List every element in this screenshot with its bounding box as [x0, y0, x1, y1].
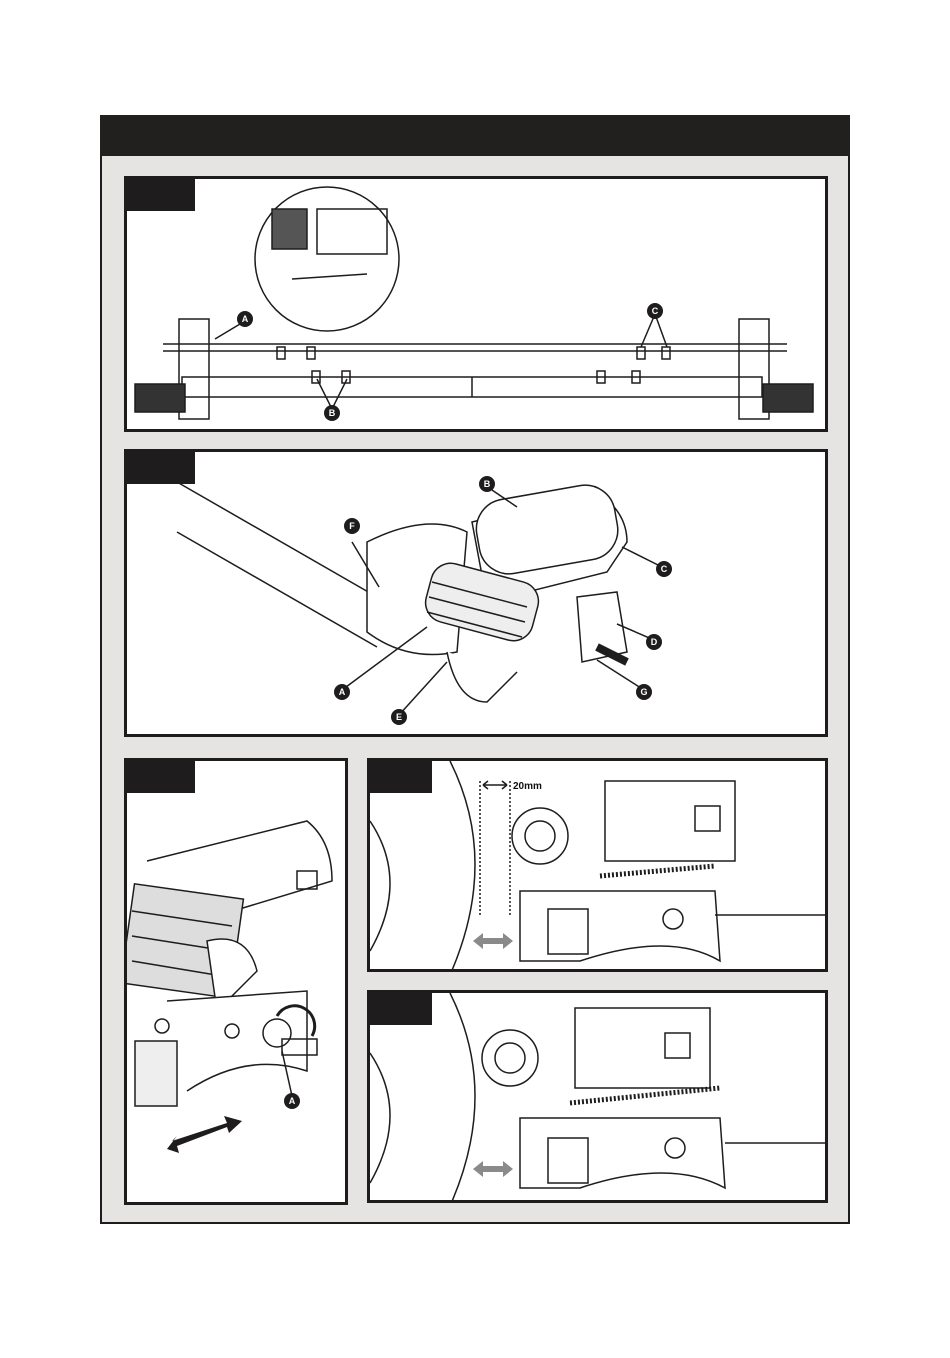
- figure-4-tab: [370, 761, 432, 793]
- figure-3-panel: A: [124, 758, 348, 1205]
- figure-1-tab: [127, 179, 195, 211]
- callout-d: D: [651, 637, 658, 647]
- figure-5-panel: [367, 990, 828, 1203]
- figure-5-tab: [370, 993, 432, 1025]
- callout-b: B: [484, 479, 491, 489]
- dimension-label: 20mm: [513, 781, 542, 792]
- figure-1-panel: A B C: [124, 176, 828, 432]
- motor-assembly-illustration: A B C D E F G: [176, 476, 672, 725]
- callout-a: A: [289, 1096, 296, 1106]
- callout-a: A: [339, 687, 346, 697]
- position-after-illustration: [370, 993, 825, 1200]
- callout-c: C: [652, 306, 659, 316]
- slide-arrow-icon: [473, 1161, 513, 1177]
- dimension-arrow-icon: [482, 780, 508, 790]
- figure-2-tab: [127, 452, 195, 484]
- callout-f: F: [349, 521, 355, 531]
- slide-arrow-icon: [167, 1116, 242, 1153]
- figure-2-panel: A B C D E F G: [124, 449, 828, 737]
- slide-arrow-icon: [473, 933, 513, 949]
- callout-a: A: [242, 314, 249, 324]
- adjustment-nut-illustration: A: [127, 820, 333, 1153]
- figure-3-tab: [127, 761, 195, 793]
- section-header-bar: [100, 115, 850, 156]
- callout-b: B: [329, 408, 336, 418]
- roller-tube-overview-illustration: A B C: [134, 186, 814, 421]
- figure-4-panel: 20mm: [367, 758, 828, 972]
- callout-c: C: [661, 564, 668, 574]
- callout-g: G: [640, 687, 647, 697]
- callout-e: E: [396, 712, 402, 722]
- position-before-illustration: 20mm: [370, 761, 825, 969]
